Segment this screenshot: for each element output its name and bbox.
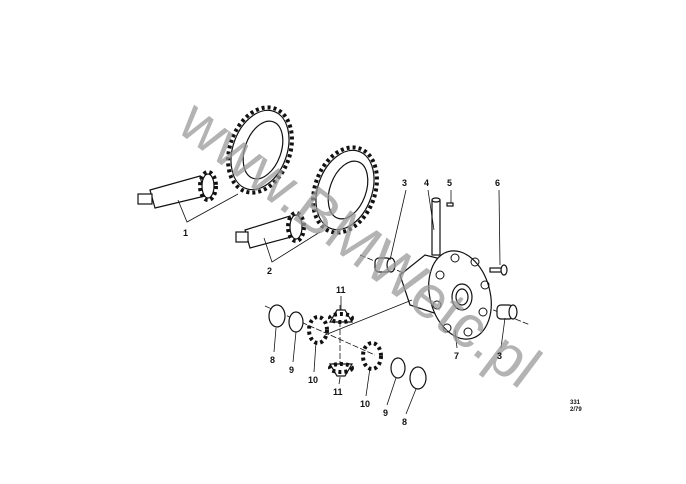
shim-9-right [390,357,406,379]
pinion-shaft-1 [137,170,218,209]
ring-gear-1 [226,105,294,195]
callout-7: 7 [454,351,459,361]
watermark: www.BMWetc.pl [166,86,552,400]
callout-9: 9 [289,365,294,375]
side-gear-10-right [361,341,383,371]
ring-gear-2 [311,145,379,235]
reference-date: 2/79 [570,407,582,413]
pinion-shaft-2 [235,211,306,249]
thrust-washer-8-left [268,304,286,328]
callout-8b: 8 [402,417,407,427]
callout-9b: 9 [383,408,388,418]
lock-clip-5 [446,202,454,207]
spider-gear-11-bottom [328,362,354,377]
callout-10b: 10 [360,399,370,409]
callout-1: 1 [183,228,188,238]
callout-10: 10 [308,375,318,385]
thrust-washer-8-right [409,366,427,390]
callout-6: 6 [495,178,500,188]
shim-9-left [288,311,304,333]
callout-8: 8 [270,355,275,365]
bearing-3-left [374,257,396,273]
callout-4: 4 [424,178,429,188]
callout-11b: 11 [333,387,343,397]
shaft-pin-4 [431,197,441,256]
side-gear-10-left [307,315,329,345]
callout-2: 2 [267,266,272,276]
spider-gear-11-top [328,309,354,324]
callout-3b: 3 [497,351,502,361]
callout-5: 5 [447,178,452,188]
reference-code: 331 [570,400,581,406]
callout-11: 11 [336,285,346,295]
differential-housing-7 [399,250,492,340]
callout-3: 3 [402,178,407,188]
bolt-6 [489,264,508,276]
bearing-3-right [496,304,518,320]
